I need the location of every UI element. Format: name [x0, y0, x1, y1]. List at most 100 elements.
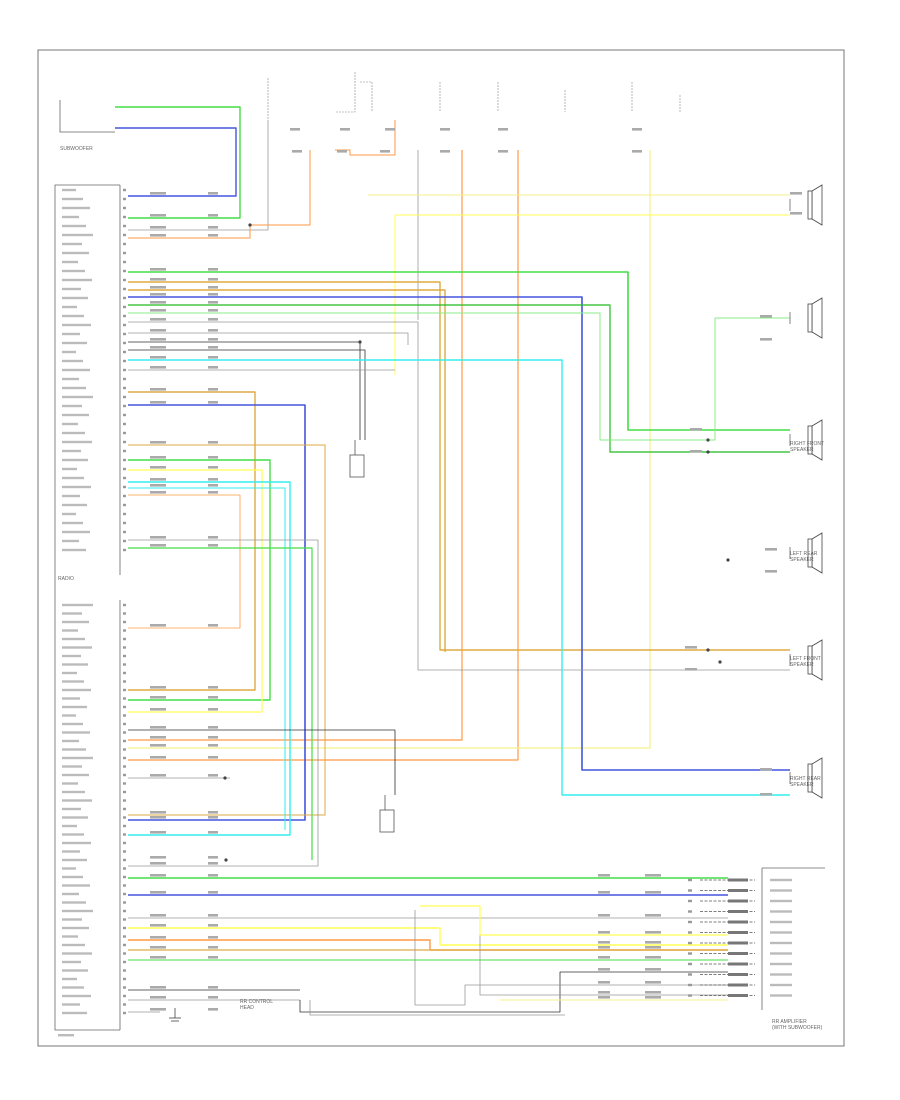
pin-label-64 — [62, 799, 92, 802]
amp-pin-label-9 — [770, 973, 792, 976]
pin-label-46 — [62, 646, 92, 649]
wire-50 — [420, 905, 728, 936]
wire-color-tag-a-45 — [150, 946, 166, 949]
speaker-tag-5 — [690, 450, 702, 453]
wire-color-tag-a-19 — [150, 456, 166, 459]
pin-mark-54 — [123, 714, 126, 717]
pin-mark-28 — [123, 440, 126, 444]
pin-label-55 — [62, 722, 83, 726]
speaker-magnet — [807, 303, 813, 333]
ground-symbol — [169, 1008, 181, 1022]
wire-color-tag-b-7 — [208, 293, 218, 296]
pin-label-29 — [62, 449, 81, 453]
caption-line: SPEAKER — [790, 662, 814, 668]
wire-color-tag-a-12 — [150, 338, 166, 341]
wire-29 — [128, 481, 291, 836]
pin-mark-33 — [123, 485, 126, 489]
top-components — [267, 72, 681, 120]
pin-mark-44 — [123, 629, 126, 632]
pin-mark-55 — [123, 722, 126, 726]
sensor-0 — [349, 440, 365, 478]
wire-13 — [128, 281, 790, 651]
wire-color-tag-b-35 — [208, 811, 218, 814]
splice-5 — [706, 648, 710, 652]
pin-mark-31 — [123, 467, 126, 471]
pin-label-68 — [62, 833, 84, 836]
wire-color-tag-a-15 — [150, 366, 166, 369]
wire-color-tag-b-15 — [208, 366, 218, 369]
wire-30 — [128, 487, 286, 830]
pin-mark-69 — [123, 841, 126, 845]
pin-mark-19 — [123, 359, 126, 363]
pin-label-18 — [62, 350, 76, 354]
wire-48 — [414, 910, 728, 1006]
pin-label-50 — [62, 680, 84, 683]
pin-mark-67 — [123, 824, 126, 828]
amp-tag-b-0 — [645, 874, 661, 877]
pin-mark-81 — [123, 943, 126, 947]
pin-mark-78 — [123, 918, 126, 921]
pin-mark-58 — [123, 748, 126, 751]
pin-label-33 — [62, 485, 91, 489]
speaker-4 — [789, 639, 823, 681]
pin-label-74 — [62, 884, 90, 887]
ground-group — [169, 440, 395, 1022]
pin-mark-45 — [123, 637, 126, 641]
caption-line: LEFT REAR — [790, 551, 818, 557]
pin-mark-88 — [123, 1003, 126, 1006]
wire-color-tag-b-27 — [208, 686, 218, 689]
amp-pin-label-6 — [770, 941, 792, 945]
wire-color-tag-a-34 — [150, 774, 166, 777]
caption-line: RADIO — [58, 576, 74, 582]
pin-label-69 — [62, 841, 91, 845]
wire-27 — [128, 459, 271, 701]
amp-tag-a-6 — [598, 956, 610, 959]
wire-color-tag-a-16 — [150, 388, 166, 391]
top-tag-0 — [290, 128, 300, 131]
pin-mark-37 — [123, 521, 126, 525]
pin-label-56 — [62, 731, 90, 734]
wire-color-tag-b-19 — [208, 456, 218, 459]
wire-color-tag-a-17 — [150, 401, 166, 404]
speaker-tag-7 — [765, 570, 777, 573]
pin-mark-70 — [123, 850, 126, 853]
radio-module — [54, 184, 121, 1031]
pin-label-42 — [62, 612, 82, 615]
amp-tag-a-2 — [598, 914, 610, 917]
pin-mark-75 — [123, 892, 126, 896]
pin-mark-40 — [123, 548, 126, 552]
pin-mark-2 — [123, 206, 126, 210]
pin-label-82 — [62, 952, 92, 955]
pin-mark-71 — [123, 858, 126, 862]
pin-mark-24 — [123, 404, 126, 408]
pin-label-12 — [62, 296, 88, 300]
splice-6 — [718, 660, 722, 664]
wire-color-tag-a-18 — [150, 441, 166, 444]
pin-label-6 — [62, 242, 82, 246]
pin-mark-87 — [123, 994, 126, 998]
wire-49 — [479, 910, 728, 996]
pin-label-65 — [62, 807, 81, 811]
amp-tag-a-3 — [598, 931, 610, 934]
pin-mark-82 — [123, 952, 126, 955]
pin-label-51 — [62, 688, 91, 692]
pin-label-23 — [62, 395, 93, 399]
wire-color-tag-a-28 — [150, 696, 166, 699]
wire-color-tag-b-39 — [208, 862, 218, 865]
pin-label-67 — [62, 824, 77, 828]
pin-label-39 — [62, 539, 79, 543]
pin-label-26 — [62, 422, 78, 426]
wire-5 — [128, 150, 463, 741]
pin-label-36 — [62, 512, 76, 516]
pin-mark-80 — [123, 935, 126, 938]
speaker-cone — [811, 184, 823, 226]
pin-label-79 — [62, 926, 89, 930]
pin-label-24 — [62, 404, 82, 408]
wire-15 — [128, 296, 790, 771]
pin-mark-17 — [123, 341, 126, 345]
wire-color-tag-b-9 — [208, 309, 218, 312]
wire-color-tag-a-36 — [150, 816, 166, 819]
pin-label-83 — [62, 960, 81, 964]
pin-label-20 — [62, 368, 90, 372]
wire-color-tag-b-1 — [208, 214, 218, 217]
